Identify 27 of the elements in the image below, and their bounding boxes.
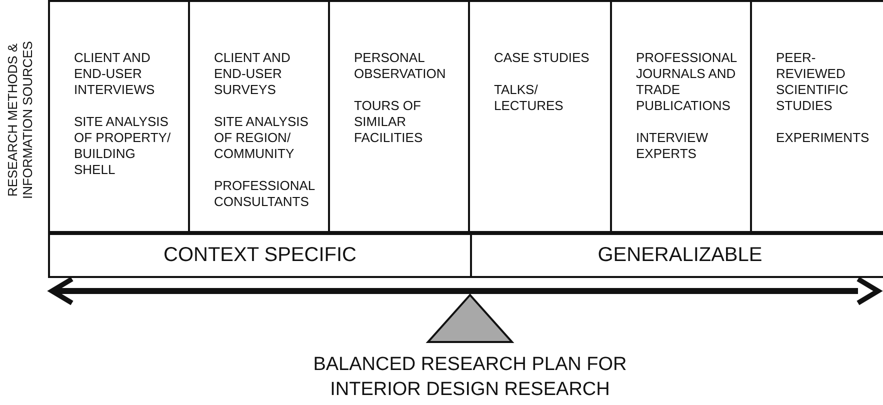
method-column [750, 0, 883, 233]
method-text: CLIENT AND END-USER SURVEYS [214, 50, 292, 98]
method-text: TOURS OF SIMILAR FACILITIES [354, 98, 424, 146]
method-text: CLIENT AND END-USER INTERVIEWS [74, 50, 156, 98]
axis-label: RESEARCH METHODS & INFORMATION SOURCES [5, 40, 35, 201]
fulcrum-triangle [426, 294, 514, 343]
method-column [610, 0, 752, 233]
band-label: GENERALIZABLE [598, 244, 762, 267]
band-label: CONTEXT SPECIFIC [164, 244, 356, 267]
method-text: EXPERIMENTS [776, 130, 870, 146]
method-text: INTERVIEW EXPERTS [636, 130, 709, 162]
method-text: SITE ANALYSIS OF REGION/ COMMUNITY [214, 114, 310, 162]
method-column [468, 0, 612, 233]
method-column [328, 0, 470, 233]
method-text: CASE STUDIES [494, 50, 590, 66]
method-column [48, 0, 190, 233]
method-text: SITE ANALYSIS OF PROPERTY/ BUILDING SHELL [74, 114, 172, 178]
caption: BALANCED RESEARCH PLAN FOR INTERIOR DESIGN RESEARCH [312, 353, 628, 402]
method-text: PERSONAL OBSERVATION [354, 50, 447, 82]
category-band [470, 233, 883, 278]
method-text: PROFESSIONAL CONSULTANTS [214, 178, 316, 210]
method-text: PEER-REVIEWED SCIENTIFIC STUDIES [776, 50, 850, 114]
category-band [48, 233, 472, 278]
method-text: TALKS/ LECTURES [494, 82, 564, 114]
method-text: PROFESSIONAL JOURNALS AND TRADE PUBLICATIONS [636, 50, 738, 114]
double-headed-beam [47, 276, 883, 306]
method-column [188, 0, 330, 233]
